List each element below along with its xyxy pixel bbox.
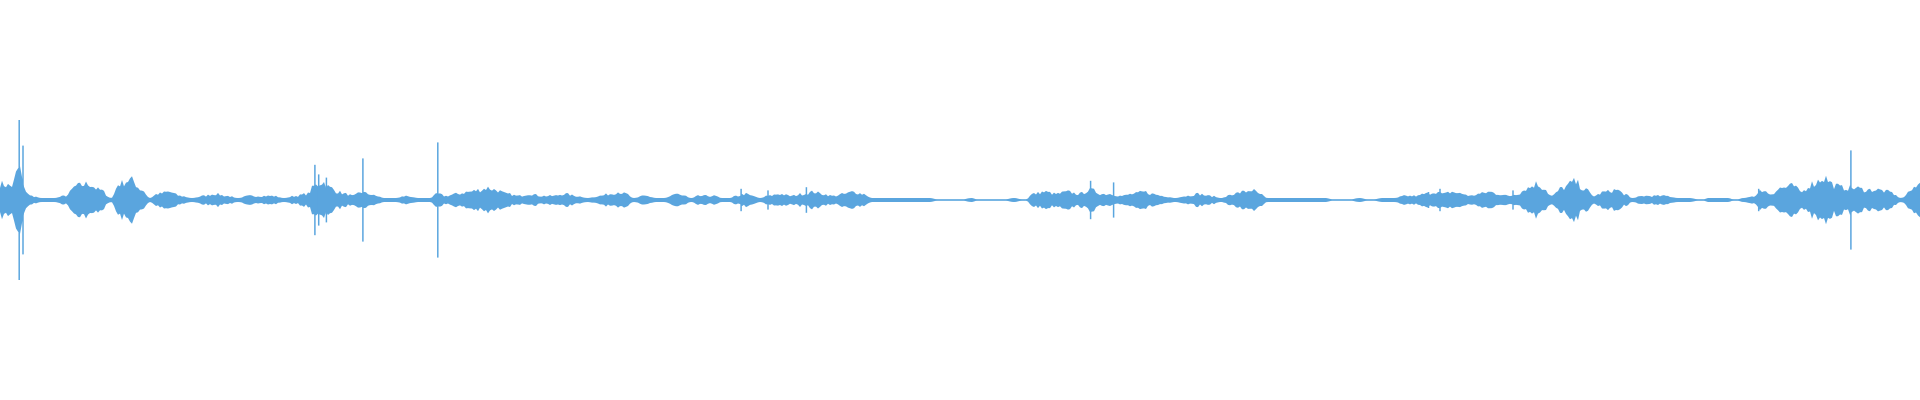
waveform-group (0, 120, 1920, 280)
